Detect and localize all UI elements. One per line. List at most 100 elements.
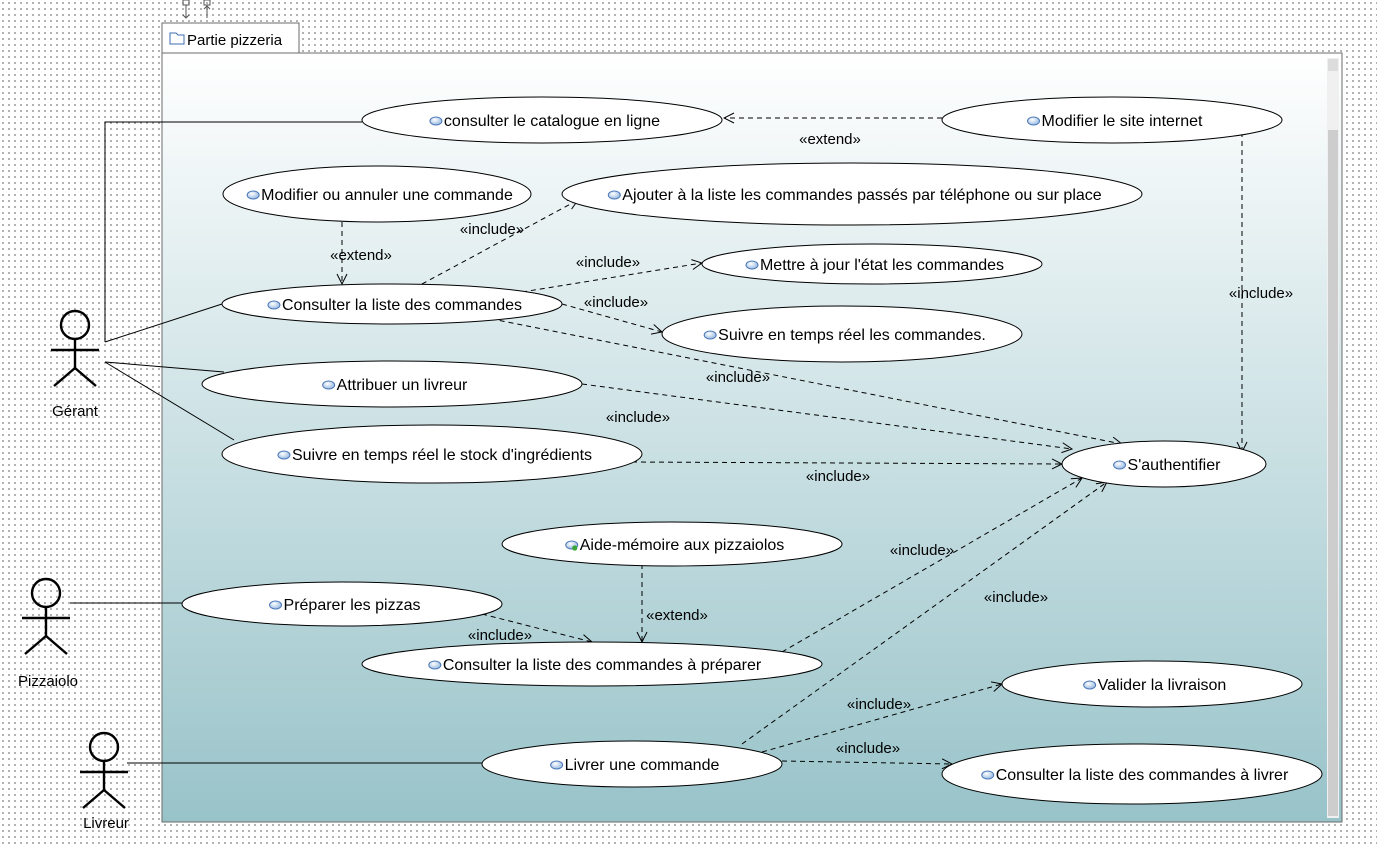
use-case-ellipse: [221, 424, 643, 484]
dependency-lines: «extend» «include» «extend» «include» «inclu…: [330, 118, 1293, 764]
dependency-label-consulter-suivre: «include»: [584, 294, 648, 311]
use-case-modifier[interactable]: Modifier ou annuler une commande: [222, 165, 532, 223]
use-case-attribuer[interactable]: Attribuer un livreur: [201, 360, 583, 408]
use-case-ajouter[interactable]: Ajouter à la liste les commandes passés …: [561, 162, 1143, 226]
use-case-icon: [429, 116, 443, 126]
use-case-icon: [550, 760, 564, 770]
use-case-label: Suivre en temps réel le stock d'ingrédie…: [292, 447, 592, 464]
dependency-label-livrer-auth: «include»: [984, 589, 1048, 606]
use-case-ellipse: [361, 96, 723, 144]
use-case-icon: [428, 660, 442, 670]
use-case-label: consulter le catalogue en ligne: [444, 113, 660, 130]
package-icon: [169, 32, 185, 45]
plus-badge-icon: [572, 545, 578, 551]
use-case-suivre[interactable]: Suivre en temps réel les commandes.: [661, 305, 1023, 363]
association-lines: [70, 121, 482, 764]
use-case-label: Suivre en temps réel les commandes.: [718, 327, 986, 344]
use-case-auth[interactable]: S'authentifier: [1061, 440, 1267, 488]
use-case-icon: [322, 380, 336, 390]
dependency-label-preparer-consulter_prep: «include»: [468, 627, 532, 644]
association-gerant-consulter[interactable]: [104, 303, 223, 343]
use-case-label: Valider la livraison: [1098, 677, 1227, 694]
use-case-ellipse: [701, 243, 1043, 285]
use-case-label: Aide-mémoire aux pizzaiolos: [580, 537, 785, 554]
use-case-icon: [607, 190, 621, 200]
use-case-ellipse: [221, 283, 563, 325]
use-case-label: Consulter la liste des commandes à livre…: [996, 767, 1289, 784]
stick-figure-icon: [22, 577, 70, 655]
dependency-label-aide-consulter_prep: «extend»: [646, 607, 708, 624]
dependency-consulter_prep-auth[interactable]: [781, 478, 1082, 653]
actor-gerant[interactable]: Gérant: [51, 309, 99, 420]
actor-livreur[interactable]: Livreur: [80, 731, 129, 832]
dependency-livrer-valider[interactable]: [761, 684, 1002, 753]
use-case-preparer[interactable]: Préparer les pizzas: [181, 581, 503, 627]
use-case-label: Attribuer un livreur: [337, 377, 468, 394]
use-case-icon: [1083, 680, 1097, 690]
use-case-consulter_prep[interactable]: Consulter la liste des commandes à prépa…: [361, 641, 823, 687]
use-case-aide[interactable]: Aide-mémoire aux pizzaiolos: [501, 521, 843, 567]
association-gerant-stock[interactable]: [104, 361, 235, 441]
dependency-label-modifier-consulter: «extend»: [330, 247, 392, 264]
use-case-label: Préparer les pizzas: [284, 597, 421, 614]
dependency-livrer-auth[interactable]: [741, 482, 1107, 745]
use-case-ellipse: [1061, 440, 1267, 488]
actor-label: Pizzaiolo: [18, 673, 78, 690]
dependency-label-site-auth: «include»: [1229, 285, 1293, 302]
dependency-label-consulter-ajouter: «include»: [460, 221, 524, 238]
association-gerant-attribuer[interactable]: [104, 361, 225, 373]
use-case-maj[interactable]: Mettre à jour l'état les commandes: [701, 243, 1043, 285]
dependency-label-consulter-auth: «include»: [706, 369, 770, 386]
use-case-ellipse: [661, 305, 1023, 363]
association-gerant-catalogue[interactable]: [104, 121, 362, 342]
use-case-icon: [703, 330, 717, 340]
package-tab: [161, 22, 300, 54]
use-case-ellipse: [941, 743, 1323, 805]
scrollbar-up[interactable]: [1328, 59, 1338, 71]
scrollbar-thumb[interactable]: [1328, 130, 1338, 816]
stick-figure-icon: [80, 731, 128, 809]
use-case-icon: [1113, 460, 1127, 470]
dependency-consulter-auth[interactable]: [481, 316, 1122, 444]
dependency-label-consulter-maj: «include»: [576, 254, 640, 271]
use-case-label: Mettre à jour l'état les commandes: [760, 257, 1004, 274]
dependency-preparer-consulter_prep[interactable]: [481, 613, 592, 642]
actor-pizzaiolo[interactable]: Pizzaiolo: [18, 577, 78, 690]
use-case-ellipse: [181, 581, 503, 627]
use-case-consulter[interactable]: Consulter la liste des commandes: [221, 283, 563, 325]
dependency-label-stock-auth: «include»: [806, 468, 870, 485]
dependency-consulter-maj[interactable]: [521, 263, 702, 293]
use-case-icon: [981, 770, 995, 780]
use-case-icon: [277, 450, 291, 460]
dependency-label-attribuer-auth: «include»: [606, 409, 670, 426]
actor-label: Gérant: [52, 403, 99, 420]
dependency-label-site-catalogue: «extend»: [799, 131, 861, 148]
dependency-livrer-consulter_livrer[interactable]: [781, 761, 952, 764]
use-case-icon: [1027, 116, 1041, 126]
use-case-ellipse: [1001, 660, 1303, 708]
dependency-attribuer-auth[interactable]: [581, 383, 1072, 449]
use-case-site[interactable]: Modifier le site internet: [941, 96, 1283, 144]
use-case-label: Livrer une commande: [565, 757, 720, 774]
dependency-label-livrer-consulter_livrer: «include»: [836, 740, 900, 757]
use-case-label: Modifier ou annuler une commande: [261, 187, 513, 204]
use-case-ellipse: [561, 162, 1143, 226]
use-case-label: Ajouter à la liste les commandes passés …: [622, 187, 1101, 204]
use-case-ellipse: [361, 641, 823, 687]
use-case-stock[interactable]: Suivre en temps réel le stock d'ingrédie…: [221, 424, 643, 484]
use-case-valider[interactable]: Valider la livraison: [1001, 660, 1303, 708]
use-case-livrer[interactable]: Livrer une commande: [481, 740, 783, 788]
dependency-label-livrer-valider: «include»: [847, 696, 911, 713]
use-case-icon: [269, 600, 283, 610]
use-case-catalogue[interactable]: consulter le catalogue en ligne: [361, 96, 723, 144]
use-case-icon: [745, 260, 759, 270]
dependency-consulter-ajouter[interactable]: [421, 200, 578, 285]
use-case-consulter_livrer[interactable]: Consulter la liste des commandes à livre…: [941, 743, 1323, 805]
use-case-label: Modifier le site internet: [1042, 113, 1204, 130]
use-case-icon: [246, 190, 260, 200]
use-case-ellipse: [481, 740, 783, 788]
top-handles-icon: [182, 0, 211, 19]
actor-label: Livreur: [83, 815, 129, 832]
